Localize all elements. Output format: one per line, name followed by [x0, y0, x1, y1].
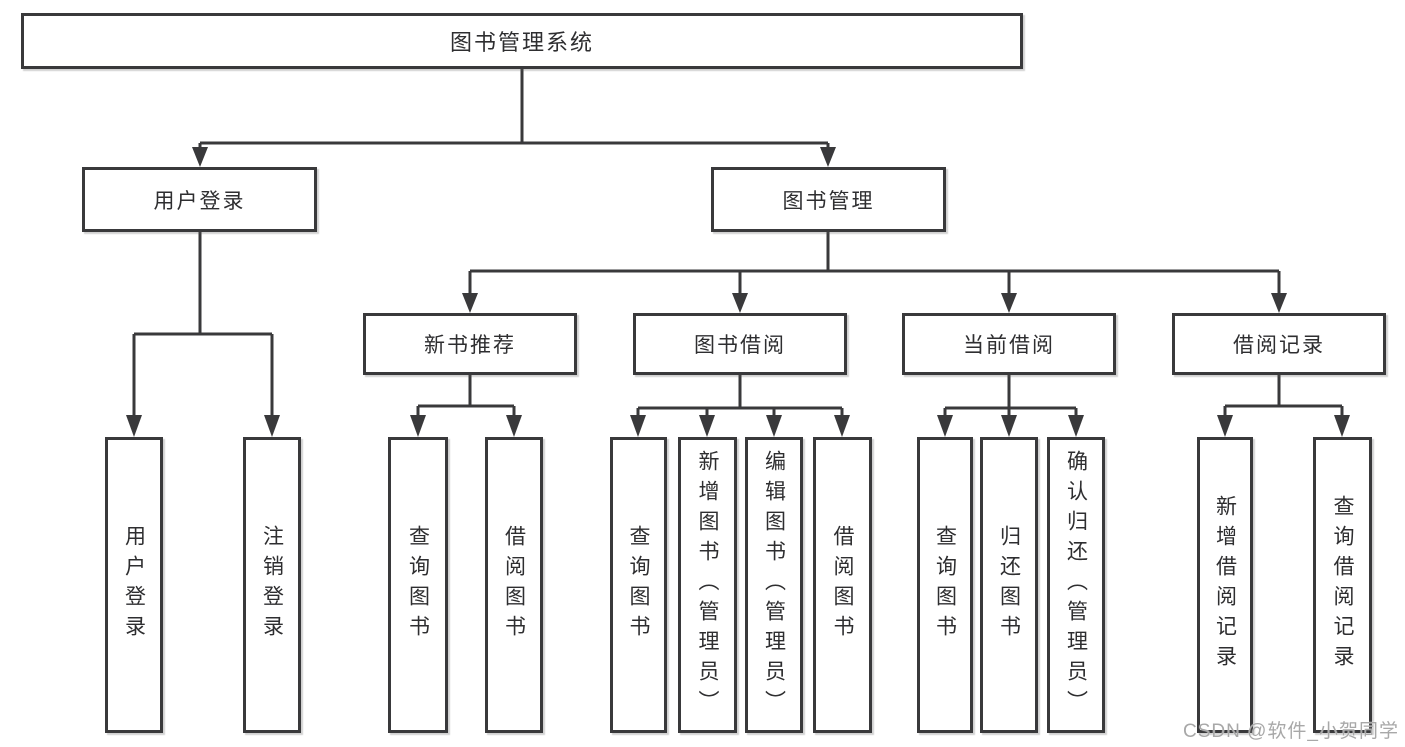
node-current-borrowing: 当前借阅 — [902, 313, 1116, 375]
leaf-add-books-admin-label: 新增图书（管理员） — [696, 450, 719, 720]
leaf-borrow-books-recommend: 借阅图书 — [485, 437, 543, 733]
node-book-management-label: 图书管理 — [782, 189, 875, 213]
leaf-borrow-books-recommend-label: 借阅图书 — [502, 525, 526, 645]
node-borrowing-records: 借阅记录 — [1172, 313, 1386, 375]
leaf-confirm-return-admin: 确认归还（管理员） — [1047, 437, 1105, 733]
leaf-edit-books-admin-label: 编辑图书（管理员） — [762, 450, 786, 720]
leaf-query-books-recommend-label: 查询图书 — [406, 525, 430, 645]
node-borrowing-records-label: 借阅记录 — [1233, 334, 1325, 357]
leaf-query-books-borrowing: 查询图书 — [610, 437, 667, 733]
node-book-management: 图书管理 — [711, 167, 946, 232]
node-new-book-recommend-label: 新书推荐 — [424, 334, 516, 357]
leaf-borrow-books-borrowing: 借阅图书 — [813, 437, 872, 733]
leaf-query-borrow-record-label: 查询借阅记录 — [1331, 495, 1354, 675]
leaf-query-books-borrowing-label: 查询图书 — [627, 525, 650, 645]
leaf-confirm-return-admin-label: 确认归还（管理员） — [1064, 450, 1088, 720]
node-user-login-label: 用户登录 — [153, 189, 246, 213]
node-new-book-recommend: 新书推荐 — [363, 313, 577, 375]
leaf-query-books-recommend: 查询图书 — [388, 437, 448, 733]
node-current-borrowing-label: 当前借阅 — [963, 334, 1055, 357]
leaf-return-books: 归还图书 — [980, 437, 1038, 733]
node-book-borrowing: 图书借阅 — [633, 313, 847, 375]
node-user-login: 用户登录 — [82, 167, 317, 232]
leaf-query-books-current: 查询图书 — [917, 437, 973, 733]
leaf-user-login: 用户登录 — [105, 437, 163, 733]
csdn-watermark: CSDN @软件_小贺同学 — [1183, 721, 1399, 742]
node-root-label: 图书管理系统 — [449, 30, 594, 55]
leaf-borrow-books-borrowing-label: 借阅图书 — [831, 525, 854, 645]
leaf-query-books-current-label: 查询图书 — [933, 525, 957, 645]
leaf-logout: 注销登录 — [243, 437, 301, 733]
leaf-edit-books-admin: 编辑图书（管理员） — [745, 437, 803, 733]
leaf-add-borrow-record: 新增借阅记录 — [1197, 437, 1253, 733]
leaf-logout-label: 注销登录 — [260, 525, 284, 645]
leaf-query-borrow-record: 查询借阅记录 — [1313, 437, 1372, 733]
leaf-return-books-label: 归还图书 — [997, 525, 1021, 645]
leaf-user-login-label: 用户登录 — [122, 525, 146, 645]
leaf-add-books-admin: 新增图书（管理员） — [678, 437, 737, 733]
node-root: 图书管理系统 — [21, 13, 1023, 69]
node-book-borrowing-label: 图书借阅 — [694, 334, 786, 357]
leaf-add-borrow-record-label: 新增借阅记录 — [1213, 495, 1237, 675]
